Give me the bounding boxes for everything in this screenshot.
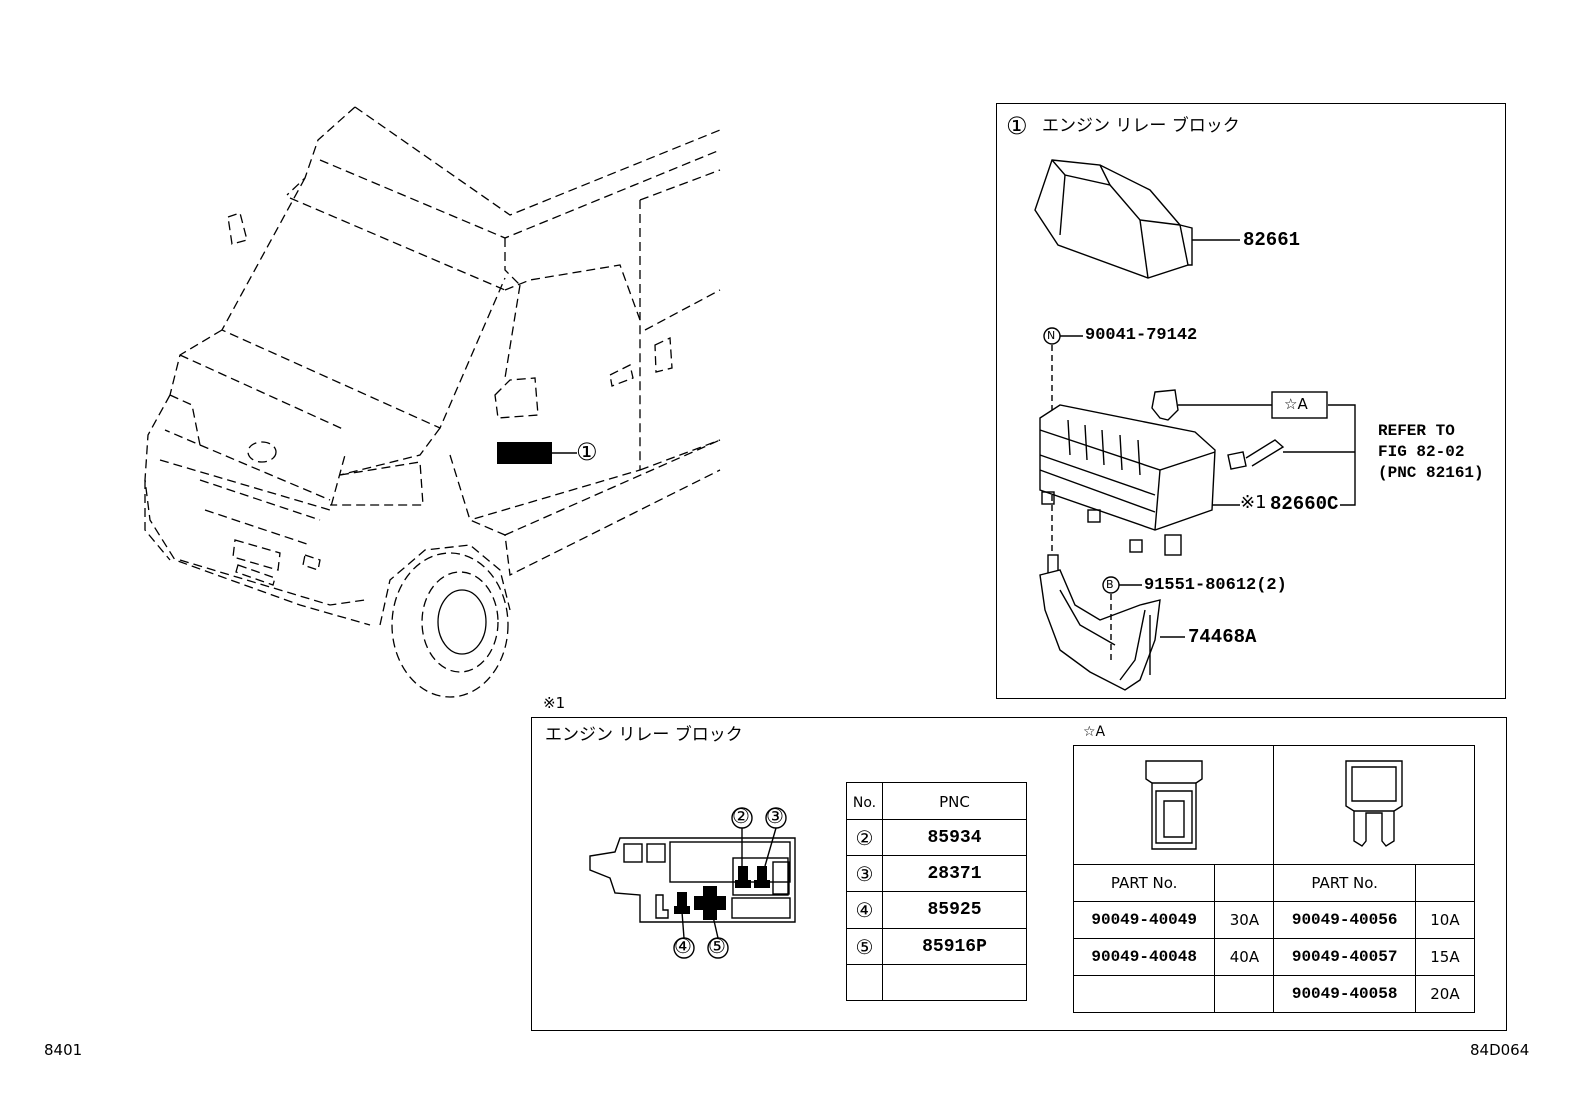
part-bolt-91551-80612: 91551-80612(2): [1144, 576, 1287, 595]
mini-fuse-icon: [1345, 759, 1403, 847]
fuse-image-small: [1273, 745, 1475, 865]
pnc-col-pnc: PNC: [882, 782, 1027, 820]
pnc-row-value: 85934: [927, 827, 982, 848]
pnc-row-no: ⑤: [855, 934, 874, 959]
pnc-table: No. PNC ② 85934 ③ 28371 ④ 85925 ⑤ 85916P: [846, 782, 1027, 1001]
fuse-ref-star-a: ☆A: [1284, 395, 1308, 413]
block-note-marker: ※1: [1240, 492, 1267, 513]
engine-box-title: エンジン リレー ブロック: [1042, 116, 1240, 136]
refer-line-1: REFER TO: [1378, 422, 1455, 440]
table-row: ③ 28371: [846, 855, 1027, 892]
callout-5-label: ⑤: [708, 934, 726, 958]
refer-line-2: FIG 82-02: [1378, 443, 1465, 461]
bolt-marker-b: B: [1106, 578, 1114, 591]
fuse-part: 90049-40057: [1291, 948, 1398, 966]
pnc-row-value: 28371: [927, 863, 982, 884]
main-callout-1: ①: [576, 438, 598, 466]
table-row: ② 85934: [846, 819, 1027, 856]
pnc-row-no: ③: [855, 861, 874, 886]
pnc-row-no: ②: [855, 825, 874, 850]
fuse-part: 90049-40058: [1291, 985, 1398, 1003]
fuse-amp: 40A: [1229, 948, 1260, 966]
engine-box-title-number: ①: [1006, 112, 1028, 140]
table-row: ⑤ 85916P: [846, 928, 1027, 965]
table-row: 90049-40058 20A: [1072, 975, 1476, 1013]
fuse-table: PART No. PART No. 90049-40049 30A 90049-…: [1072, 745, 1476, 1013]
fuse-left-header: PART No.: [1072, 864, 1216, 902]
note1-box: [531, 717, 1507, 1031]
page-code-left: 8401: [44, 1041, 83, 1059]
part-bracket-74468a: 74468A: [1188, 626, 1257, 648]
fuse-right-header: PART No.: [1273, 864, 1416, 902]
fuse-amp: 30A: [1229, 911, 1260, 929]
note1-title: エンジン リレー ブロック: [545, 725, 743, 745]
part-screw-90041-79142: 90041-79142: [1085, 326, 1198, 345]
fuse-part: 90049-40049: [1091, 911, 1197, 929]
fuse-amp: 10A: [1430, 911, 1460, 929]
star-a-marker: ☆A: [1083, 724, 1106, 740]
pnc-row-no: ④: [855, 898, 874, 922]
table-row: 90049-40049 30A 90049-40056 10A: [1072, 901, 1476, 939]
fuse-amp: 20A: [1430, 985, 1460, 1003]
pnc-row-value: 85916P: [922, 936, 987, 957]
refer-line-3: (PNC 82161): [1378, 464, 1484, 482]
table-row: 90049-40048 40A 90049-40057 15A: [1072, 938, 1476, 976]
fuse-image-large: [1072, 745, 1275, 865]
large-fuse-icon: [1145, 759, 1203, 850]
part-block-82660c: 82660C: [1270, 493, 1339, 515]
pnc-col-no: No.: [846, 782, 883, 820]
part-cover-82661: 82661: [1243, 229, 1301, 251]
callout-2-label: ②: [732, 804, 750, 828]
table-row: [846, 964, 1027, 1001]
callout-3-label: ③: [766, 804, 784, 828]
engine-relay-block-box: [996, 103, 1506, 699]
fuse-amp: 15A: [1430, 948, 1460, 966]
page-code-right: 84D064: [1470, 1041, 1530, 1059]
screw-marker-n: N: [1047, 329, 1056, 342]
callout-4-label: ④: [674, 934, 692, 958]
note1-marker: ※1: [543, 694, 566, 712]
fuse-part: 90049-40056: [1291, 911, 1398, 929]
table-row: ④ 85925: [846, 891, 1027, 929]
fuse-part: 90049-40048: [1091, 948, 1197, 966]
relay-block-location-marker: [497, 442, 552, 464]
pnc-row-value: 85925: [927, 900, 982, 920]
